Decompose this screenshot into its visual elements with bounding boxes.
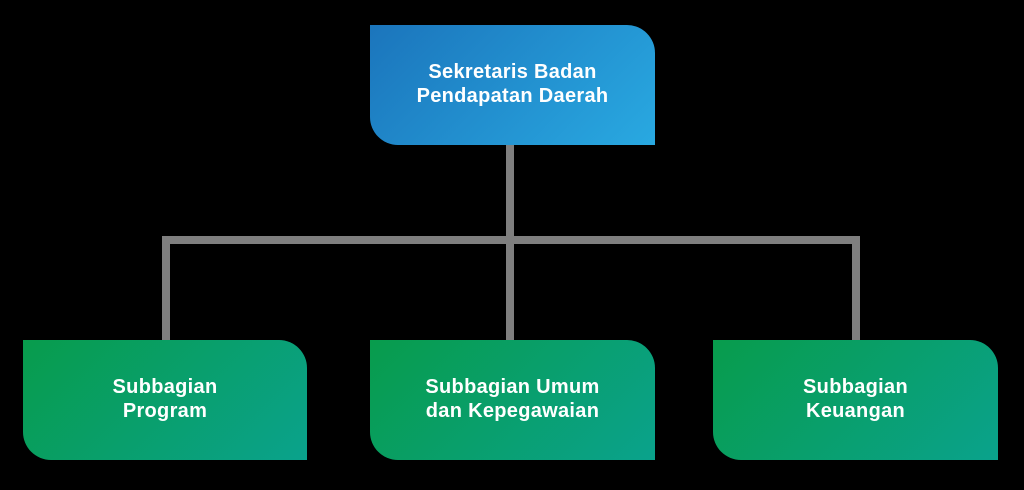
connector-left-drop [162,236,170,340]
label-line-2: Program [122,400,208,422]
label-line-1: Sekretaris Badan [428,61,597,84]
label-line-1: Subbagian Umum [425,376,600,399]
org-node-subbagian-program: Subbagian Program [23,340,307,460]
connector-right-drop [852,236,860,340]
label-line-2: Keuangan [805,400,906,422]
org-node-label: Subbagian Keuangan [803,376,908,423]
org-node-sekretaris-badan: Sekretaris Badan Pendapatan Daerah [370,25,655,145]
org-node-label: Sekretaris Badan Pendapatan Daerah [417,61,609,108]
connector-horizontal [162,236,860,244]
org-node-label: Subbagian Program [113,376,218,423]
org-node-subbagian-umum-kepegawaian: Subbagian Umum dan Kepegawaian [370,340,655,460]
org-node-subbagian-keuangan: Subbagian Keuangan [713,340,998,460]
org-node-label: Subbagian Umum dan Kepegawaian [425,376,599,423]
label-line-1: Subbagian [803,376,908,399]
label-line-1: Subbagian [112,376,218,399]
label-line-2: dan Kepegawaian [425,400,600,422]
label-line-2: Pendapatan Daerah [416,85,609,107]
